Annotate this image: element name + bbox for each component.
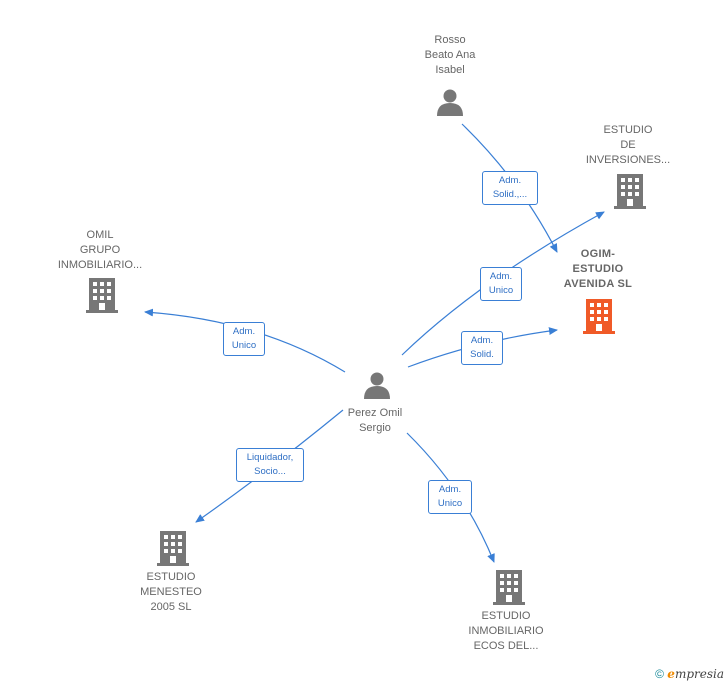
node-label-line: ECOS DEL... — [473, 640, 539, 652]
edge-label-line: Unico — [231, 340, 257, 351]
node-omil-grupo-inmobiliario[interactable]: OMIL GRUPO INMOBILIARIO... — [50, 228, 150, 273]
node-label-line: ESTUDIO — [481, 610, 531, 622]
node-label-line: INMOBILIARIO... — [57, 259, 143, 271]
logo-text: mpresia — [674, 667, 724, 681]
node-label-line: MENESTEO — [140, 586, 202, 598]
edge-label-line: Solid. — [470, 349, 494, 360]
edge-label-line: Unico — [437, 498, 463, 509]
edge-label-perez-ecos: Adm. Unico — [428, 480, 472, 514]
person-icon[interactable] — [436, 88, 464, 116]
edge-label-line: Adm. — [232, 326, 256, 337]
edge-label-rosso-ogim: Adm. Solid.,... — [482, 171, 538, 205]
node-label-line: OMIL — [86, 229, 114, 241]
node-label-line: GRUPO — [79, 244, 121, 256]
edge-label-perez-ogim: Adm. Solid. — [461, 331, 503, 365]
edge-label-perez-omil: Adm. Unico — [223, 322, 265, 356]
node-label-line: DE — [620, 139, 636, 151]
edge-label-perez-menesteo: Liquidador, Socio... — [236, 448, 304, 482]
node-label-line: INMOBILIARIO — [468, 625, 544, 637]
edge-label-line: Adm. — [438, 484, 462, 495]
node-label-line: ESTUDIO — [572, 263, 624, 275]
edge-label-line: Adm. — [498, 175, 522, 186]
node-label-line: OGIM- — [580, 248, 616, 260]
edge-label-line: Adm. — [489, 271, 513, 282]
node-estudio-de-inversiones[interactable]: ESTUDIO DE INVERSIONES... — [578, 123, 678, 168]
edge-label-line: Socio... — [254, 466, 286, 477]
building-icon-highlighted[interactable] — [583, 298, 615, 334]
node-label-line: Sergio — [359, 422, 391, 434]
node-label-line: Isabel — [435, 64, 465, 76]
copyright-symbol: © — [655, 667, 664, 681]
empresia-logo: empresia — [667, 667, 724, 681]
node-label-line: AVENIDA SL — [563, 278, 633, 290]
building-icon[interactable] — [614, 173, 646, 209]
node-rosso-beato-ana-isabel[interactable]: Rosso Beato Ana Isabel — [400, 33, 500, 78]
empresia-watermark: © empresia — [655, 667, 724, 681]
node-label-line: ESTUDIO — [603, 124, 653, 136]
node-label-line: ESTUDIO — [146, 571, 196, 583]
logo-letter-e: e — [667, 667, 675, 681]
node-label-line: 2005 SL — [150, 601, 192, 613]
node-label-line: Rosso — [434, 34, 466, 46]
building-icon[interactable] — [493, 569, 525, 605]
edge-label-perez-estudio-inversiones: Adm. Unico — [480, 267, 522, 301]
edge-label-line: Adm. — [470, 335, 494, 346]
node-estudio-inmobiliario-ecos-del[interactable]: ESTUDIO INMOBILIARIO ECOS DEL... — [456, 609, 556, 654]
edge-label-line: Liquidador, — [246, 452, 294, 463]
building-icon[interactable] — [86, 277, 118, 313]
edge-label-line: Unico — [488, 285, 514, 296]
node-ogim-estudio-avenida-sl[interactable]: OGIM- ESTUDIO AVENIDA SL — [548, 247, 648, 292]
building-icon[interactable] — [157, 530, 189, 566]
edge-label-line: Solid.,... — [492, 189, 528, 200]
node-label-line: INVERSIONES... — [585, 154, 671, 166]
node-label-line: Beato Ana — [424, 49, 476, 61]
node-label-line: Perez Omil — [347, 407, 403, 419]
person-icon[interactable] — [363, 371, 391, 399]
node-perez-omil-sergio[interactable]: Perez Omil Sergio — [325, 406, 425, 436]
node-estudio-menesteo-2005-sl[interactable]: ESTUDIO MENESTEO 2005 SL — [121, 570, 221, 615]
